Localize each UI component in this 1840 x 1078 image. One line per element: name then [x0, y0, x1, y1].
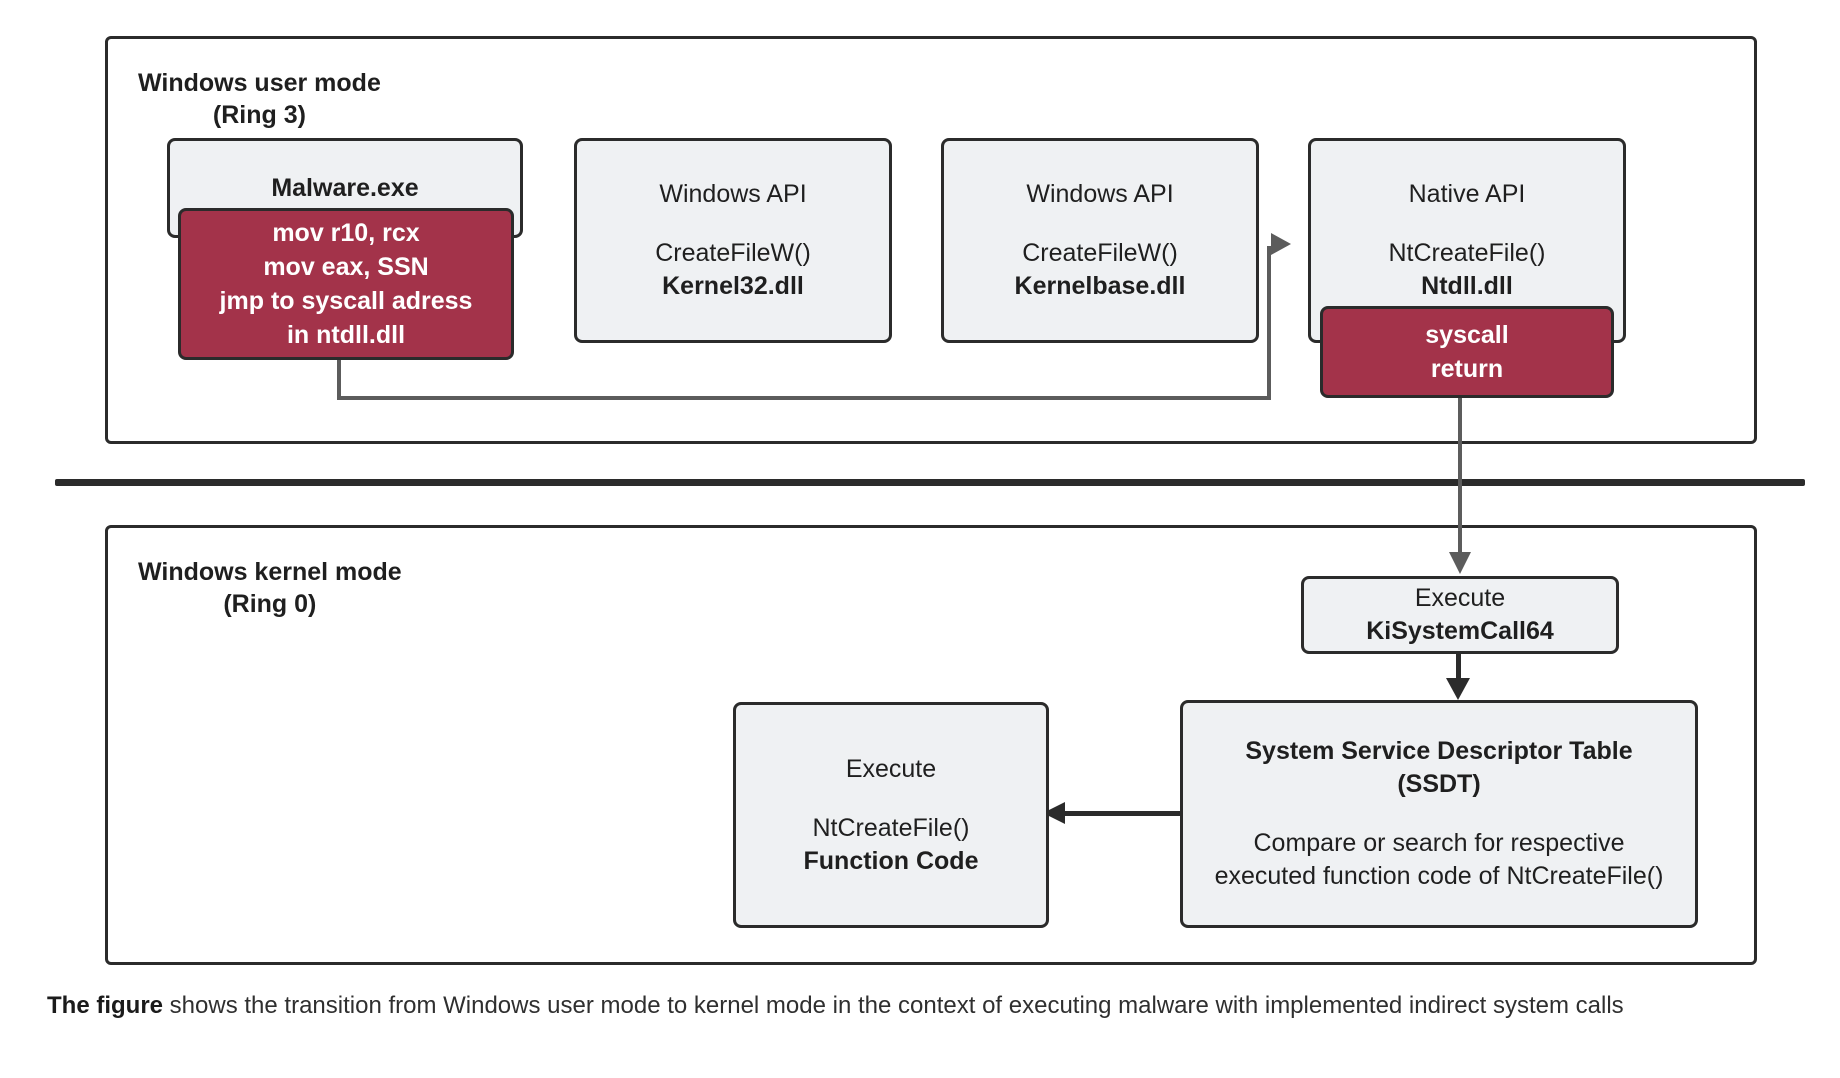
- ssdt-title-line2: (SSDT): [1397, 770, 1481, 798]
- connector-ssdt-to-function-code: [1063, 811, 1183, 816]
- asm-line-ntdll: in ntdll.dll: [286, 321, 406, 349]
- connector-malware-to-ntdll-segment-down: [337, 358, 341, 400]
- kernelbase-function: CreateFileW(): [1022, 239, 1178, 267]
- ssdt-desc-line1: Compare or search for respective: [1253, 829, 1625, 857]
- asm-line-mov-eax: mov eax, SSN: [263, 253, 429, 281]
- return-label: return: [1430, 355, 1504, 383]
- connector-syscall-to-kisystemcall: [1458, 398, 1462, 556]
- kernel32-dll: Kernel32.dll: [662, 272, 804, 300]
- kisystemcall-header: Execute: [1414, 584, 1506, 612]
- node-syscall-return[interactable]: syscall return: [1320, 306, 1614, 398]
- connector-malware-to-ntdll-segment-right: [337, 396, 1271, 400]
- node-execute-kisystemcall64[interactable]: Execute KiSystemCall64: [1301, 576, 1619, 654]
- arrowhead-down-icon: [1449, 552, 1471, 574]
- arrowhead-right-icon: [1271, 233, 1291, 255]
- kernel-mode-title: Windows kernel mode (Ring 0): [138, 558, 402, 618]
- node-windows-api-kernelbase[interactable]: Windows API CreateFileW() Kernelbase.dll: [941, 138, 1259, 343]
- node-windows-api-kernel32[interactable]: Windows API CreateFileW() Kernel32.dll: [574, 138, 892, 343]
- node-malware-exe-label: Malware.exe: [271, 173, 419, 202]
- caption-bold-prefix: The figure: [47, 992, 164, 1019]
- node-execute-function-code[interactable]: Execute NtCreateFile() Function Code: [733, 702, 1049, 928]
- function-code-name: Function Code: [803, 846, 979, 875]
- native-api-function: NtCreateFile(): [1388, 239, 1546, 267]
- kisystemcall-name: KiSystemCall64: [1366, 617, 1554, 645]
- asm-line-mov-r10: mov r10, rcx: [272, 219, 420, 247]
- function-code-function: NtCreateFile(): [812, 813, 970, 842]
- asm-line-jmp: jmp to syscall adress: [219, 287, 473, 315]
- ssdt-title-line1: System Service Descriptor Table: [1245, 737, 1633, 765]
- node-ssdt[interactable]: System Service Descriptor Table (SSDT) C…: [1180, 700, 1698, 928]
- function-code-header: Execute: [845, 754, 937, 783]
- arrowhead-down-icon: [1446, 678, 1470, 700]
- node-malware-assembly[interactable]: mov r10, rcx mov eax, SSN jmp to syscall…: [178, 208, 514, 360]
- kernel32-header: Windows API: [659, 180, 807, 208]
- ssdt-desc-line2: executed function code of NtCreateFile(): [1214, 862, 1664, 890]
- kernel32-function: CreateFileW(): [655, 239, 811, 267]
- connector-malware-to-ntdll-segment-up: [1267, 246, 1271, 400]
- user-kernel-boundary-divider: [55, 479, 1805, 486]
- kernelbase-dll: Kernelbase.dll: [1014, 272, 1186, 300]
- kernelbase-header: Windows API: [1026, 180, 1174, 208]
- caption-rest: shows the transition from Windows user m…: [163, 992, 1624, 1019]
- native-api-dll: Ntdll.dll: [1421, 272, 1513, 300]
- native-api-header: Native API: [1408, 180, 1526, 208]
- connector-kisystemcall-to-ssdt: [1456, 654, 1461, 682]
- syscall-label: syscall: [1425, 321, 1509, 349]
- user-mode-title: Windows user mode (Ring 3): [138, 69, 381, 129]
- figure-caption: The figure shows the transition from Win…: [47, 991, 1807, 1021]
